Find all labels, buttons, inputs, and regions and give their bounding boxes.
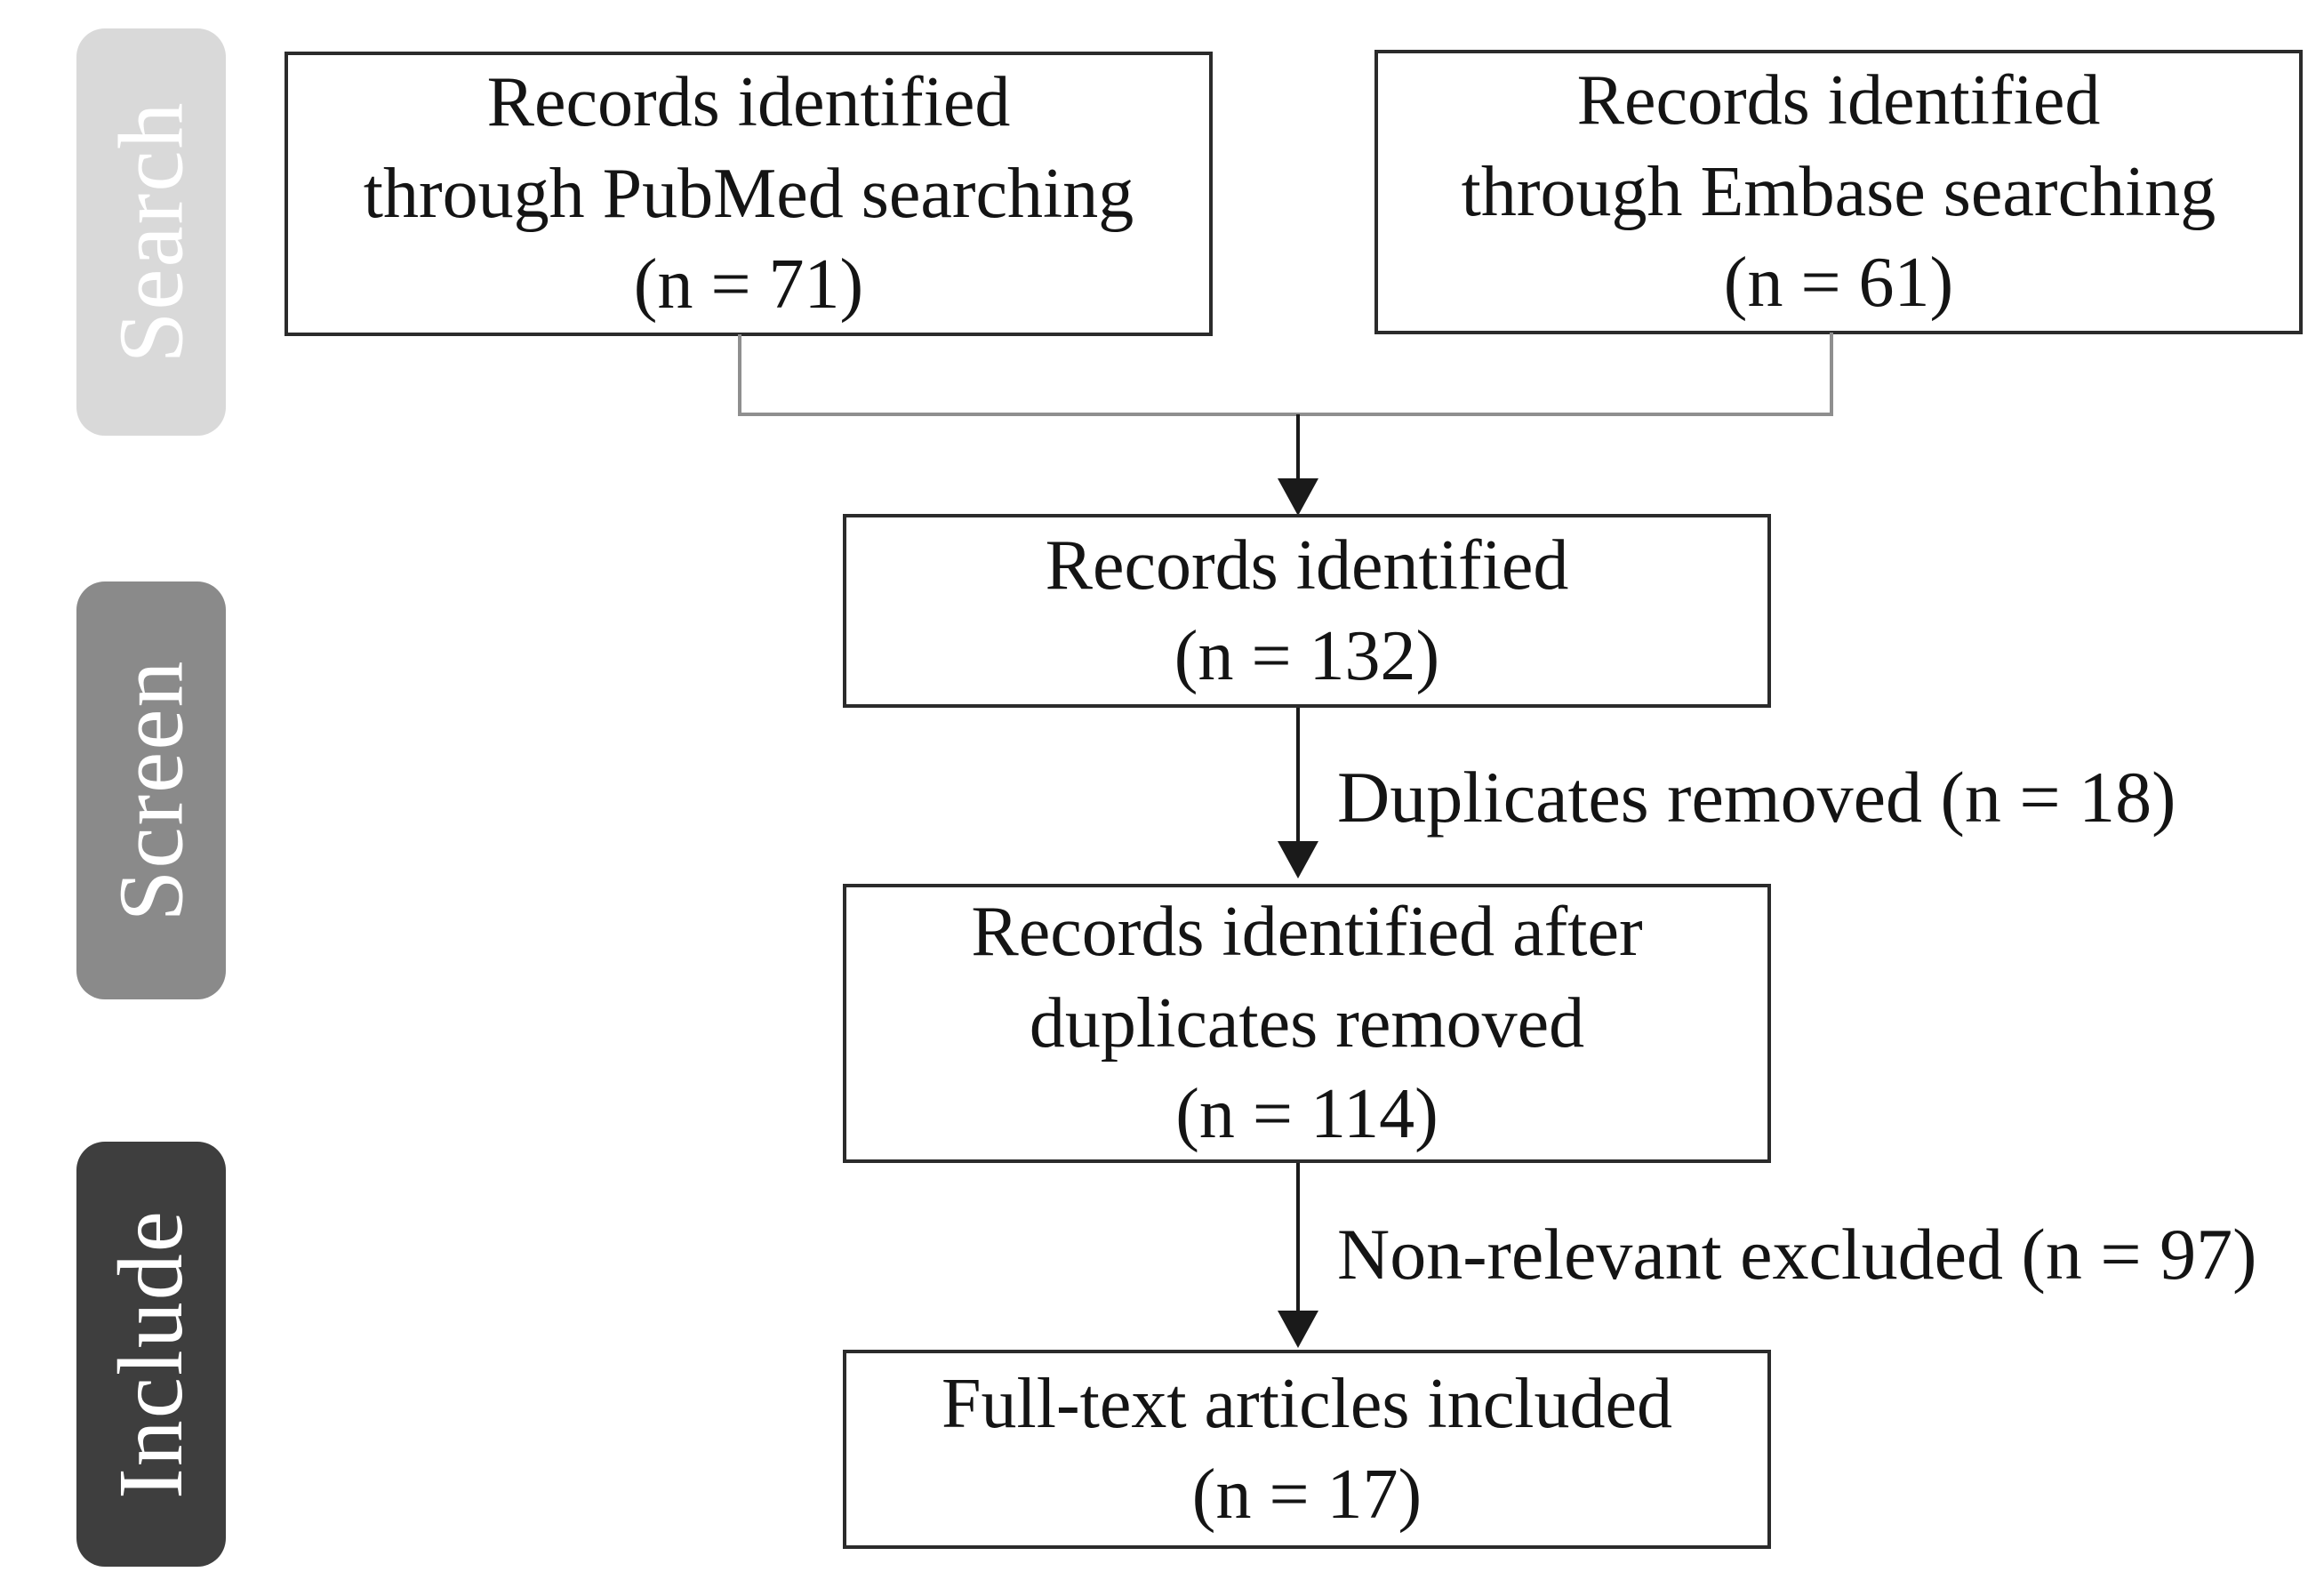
flow-box-identified: Records identified (n = 132): [843, 514, 1771, 708]
arrowhead-deduplicated: [1278, 841, 1318, 878]
edge-label-nonrelevant-excluded: Non-relevant excluded (n = 97): [1337, 1214, 2257, 1295]
flow-box-embase: Records identified through Embase search…: [1374, 50, 2303, 334]
arrowhead-included: [1278, 1311, 1318, 1348]
stage-label-screen: Screen: [100, 659, 203, 922]
arrow-deduplicated-to-included: [1296, 1163, 1300, 1312]
flow-box-line: (n = 114): [1175, 1075, 1438, 1154]
flow-box-deduplicated: Records identified after duplicates remo…: [843, 884, 1771, 1163]
stage-label-search: Search: [100, 100, 203, 364]
flow-box-line: Records identified: [1045, 525, 1569, 605]
flow-box-line: (n = 71): [633, 245, 864, 325]
flow-box-line: (n = 61): [1723, 244, 1954, 323]
stage-label-include: Include: [100, 1209, 203, 1499]
connector-embase-down: [1830, 333, 1833, 416]
stage-pill-screen: Screen: [76, 581, 226, 999]
stage-pill-include: Include: [76, 1142, 226, 1567]
flow-box-line: (n = 17): [1191, 1456, 1422, 1534]
flow-box-line: through PubMed searching: [363, 154, 1134, 233]
flow-box-pubmed: Records identified through PubMed search…: [284, 52, 1213, 336]
arrow-merge-to-identified: [1296, 414, 1300, 480]
flow-box-line: Full-text articles included: [942, 1364, 1672, 1443]
flow-box-line: Records identified: [1576, 61, 2101, 140]
flow-box-line: duplicates removed: [1029, 983, 1585, 1063]
flow-box-included: Full-text articles included (n = 17): [843, 1350, 1771, 1549]
stage-pill-search: Search: [76, 28, 226, 436]
flow-box-line: through Embase searching: [1461, 152, 2216, 231]
flow-box-line: Records identified: [486, 63, 1011, 142]
arrow-identified-to-deduplicated: [1296, 708, 1300, 843]
connector-pubmed-down: [738, 334, 741, 416]
connector-merge-horizontal: [738, 413, 1833, 416]
flow-box-line: (n = 132): [1174, 617, 1440, 695]
arrowhead-identified: [1278, 478, 1318, 516]
flow-box-line: Records identified after: [971, 893, 1643, 972]
edge-label-duplicates-removed: Duplicates removed (n = 18): [1337, 757, 2176, 838]
